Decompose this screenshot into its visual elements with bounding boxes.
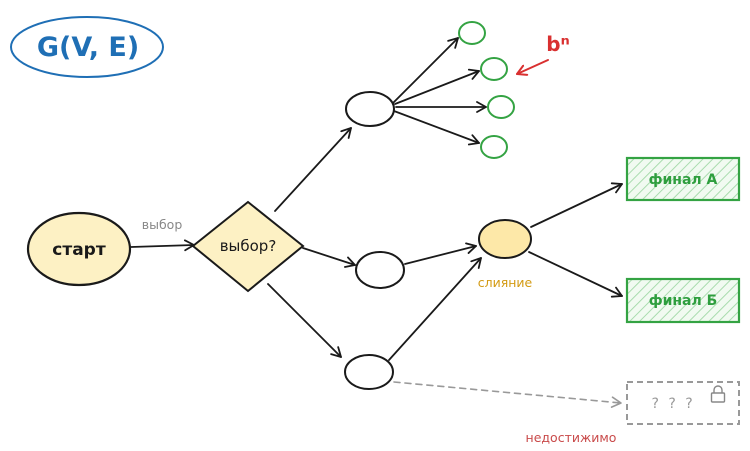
leaf-node-4 — [480, 135, 508, 159]
edge-start-to-choice — [130, 239, 195, 252]
merge-node: слияние — [478, 219, 533, 290]
unknown-node: ? ? ? — [626, 381, 740, 425]
choice-diamond — [191, 200, 305, 293]
edge-choice-to-top — [274, 127, 352, 212]
edge-merge-to-final-a — [530, 182, 623, 228]
leaf-node-3 — [487, 95, 515, 119]
edge-top-to-leaf-4 — [393, 110, 480, 146]
start-node: старт — [26, 211, 132, 287]
choice-label: выбор? — [220, 237, 277, 255]
start-ellipse — [26, 211, 132, 287]
final-b-label: финал Б — [649, 293, 718, 309]
title-ellipse — [10, 16, 164, 78]
edge-bn-pointer — [516, 59, 549, 76]
unknown-box — [626, 381, 740, 425]
edge-choice-to-bottom — [267, 283, 342, 358]
node-middle — [355, 251, 405, 289]
leaf-node-2 — [480, 57, 508, 81]
unreachable-label: недостижимо — [526, 430, 617, 445]
merge-label: слияние — [478, 275, 533, 290]
leaf-nodes — [458, 21, 515, 159]
edge-bottom-to-merge — [388, 257, 482, 361]
final-b-node: финал Б — [625, 277, 741, 324]
choice-node: выбор? — [191, 200, 305, 293]
title-text: G(V, E) — [37, 32, 139, 63]
start-label: старт — [52, 240, 106, 260]
merge-ellipse — [478, 219, 532, 259]
edge-middle-to-merge — [404, 242, 477, 265]
choice-edge-label: выбор — [142, 217, 183, 232]
edge-choice-to-middle — [302, 247, 356, 268]
edges — [130, 37, 623, 408]
edge-merge-to-final-b — [528, 251, 623, 298]
edge-top-to-leaf-2 — [394, 68, 480, 105]
node-top — [345, 91, 395, 127]
edge-top-to-leaf-1 — [392, 37, 459, 104]
leaf-node-1 — [458, 21, 486, 45]
edge-bottom-to-unknown — [393, 381, 622, 408]
final-a-label: финал А — [649, 172, 718, 188]
unknown-label: ? ? ? — [651, 396, 693, 412]
final-b-box — [625, 277, 741, 324]
graph-title: G(V, E) — [10, 16, 164, 78]
branching-label: bⁿ — [546, 32, 569, 56]
lock-icon — [710, 385, 726, 403]
final-a-node: финал А — [625, 156, 741, 202]
final-a-box — [625, 156, 741, 202]
node-bottom — [344, 354, 394, 390]
